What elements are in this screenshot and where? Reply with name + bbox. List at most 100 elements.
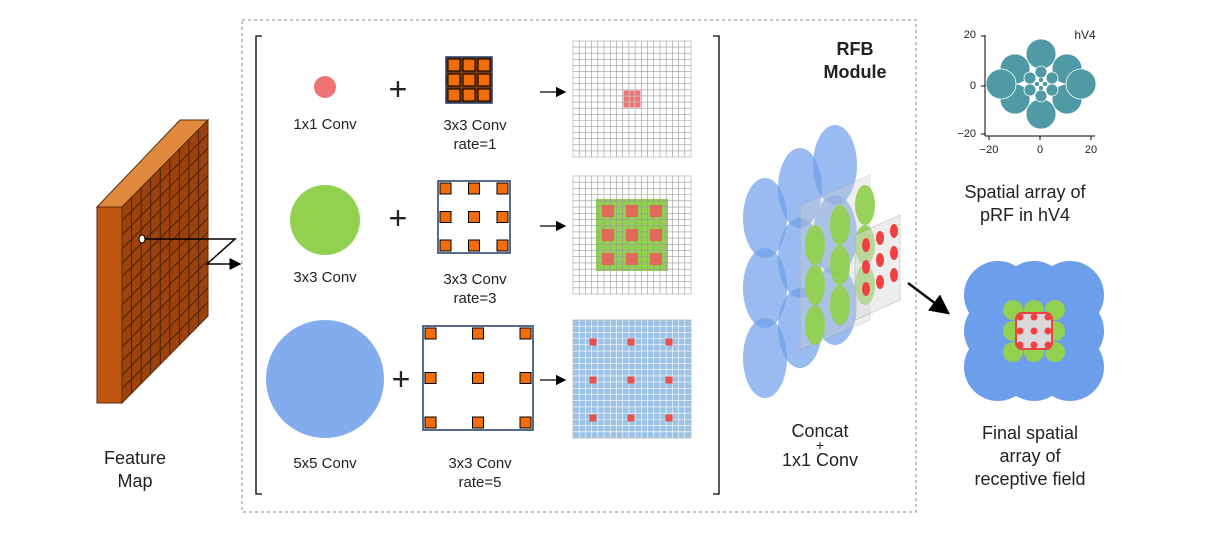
- final-red-dot: [1044, 313, 1052, 321]
- rfb-module-title-line1: RFB: [836, 39, 874, 59]
- branch1-dilated-label: 3x3 Conv rate=1: [420, 116, 530, 154]
- rfb-module-title: RFB Module: [805, 38, 905, 84]
- rf-cell: [623, 102, 629, 108]
- concat-red-ellipse: [890, 224, 898, 238]
- rf-cell: [602, 253, 614, 265]
- concat-blue-ellipse: [778, 148, 822, 228]
- prf-plot: [981, 35, 1097, 140]
- final-red-dot: [1016, 313, 1024, 321]
- final-red-dot: [1030, 327, 1038, 335]
- wall-row-line: [121, 161, 209, 250]
- prf-circle: [1023, 83, 1037, 97]
- branch1-conv-label: 1x1 Conv: [293, 116, 357, 133]
- concat-red-ellipse: [876, 231, 884, 245]
- prf-x-tick-right: 20: [1084, 144, 1098, 156]
- kernel-tap: [496, 239, 509, 252]
- feature-map-label: Feature Map: [80, 447, 190, 493]
- conv5x5-kernel: [266, 320, 384, 438]
- rf-cell: [627, 414, 635, 422]
- final-caption: Final spatial array of receptive field: [945, 422, 1115, 491]
- concat-red-ellipse: [862, 282, 870, 296]
- branch3-dilated-label: 3x3 Conv rate=5: [425, 454, 535, 492]
- prf-circle: [985, 68, 1017, 100]
- prf-x-tick-mid: 0: [1036, 144, 1044, 156]
- concat-green-ellipse: [855, 185, 875, 225]
- final-red-dot: [1016, 327, 1024, 335]
- feature-map-label-line2: Map: [117, 471, 153, 491]
- branch3-conv-label: 5x5 Conv: [293, 455, 357, 472]
- kernel-tap: [496, 211, 509, 223]
- wall-row-line: [121, 301, 209, 390]
- concat-green-ellipse: [830, 245, 850, 285]
- rf-cell: [650, 205, 662, 217]
- concat-red-ellipse: [876, 253, 884, 267]
- concat-green-ellipse: [805, 225, 825, 265]
- concat-stack: [743, 125, 901, 398]
- rf-cell: [665, 414, 673, 422]
- rf-cell: [665, 376, 673, 384]
- rf-cell: [629, 102, 635, 108]
- branch2-conv-label: 3x3 Conv: [293, 269, 357, 286]
- receptive-field-grid-rate3: [572, 175, 692, 295]
- prf-y-tick-mid: 0: [969, 80, 976, 92]
- kernel-tap: [439, 239, 452, 252]
- kernel-tap: [424, 416, 437, 429]
- final-red-dot: [1030, 313, 1038, 321]
- kernel-tap: [472, 372, 484, 384]
- feature-map-grid: [121, 129, 209, 394]
- prf-circle: [1045, 83, 1059, 97]
- plus-sign-1: +: [388, 71, 408, 107]
- kernel-tap: [424, 327, 437, 340]
- receptive-field-grid-rate1: [572, 40, 692, 158]
- kernel-tap: [472, 416, 484, 429]
- dilated-kernel-rate1: [445, 56, 493, 104]
- conv1x1-kernel: [314, 76, 336, 98]
- kernel-tap: [424, 372, 437, 384]
- concat-red-ellipse: [862, 238, 870, 252]
- output-arrow: [907, 282, 950, 315]
- kernel-tap: [519, 416, 532, 429]
- dilated-kernel-rate3: [437, 180, 511, 254]
- rf-cell: [626, 205, 638, 217]
- wall-row-line: [121, 133, 209, 222]
- concat-line2: 1x1 Conv: [781, 450, 859, 470]
- prf-circle: [1034, 81, 1040, 87]
- rf-cell: [635, 102, 641, 108]
- prf-circle: [1045, 71, 1059, 85]
- branch3-rate: rate=5: [458, 474, 502, 491]
- concat-blue-ellipse: [743, 318, 787, 398]
- prf-circle: [1065, 68, 1097, 100]
- rf-cell: [589, 414, 597, 422]
- prf-circle: [1038, 85, 1044, 91]
- kernel-tap: [519, 327, 532, 340]
- prf-caption: Spatial array of pRF in hV4: [945, 181, 1105, 227]
- kernel-tap: [447, 88, 461, 102]
- rf-cell: [589, 338, 597, 346]
- prf-caption-line1: Spatial array of: [964, 182, 1086, 202]
- wall-row-line: [121, 203, 209, 292]
- concat-blue-ellipse: [743, 248, 787, 328]
- final-red-dot: [1016, 341, 1024, 349]
- right-bracket: [713, 35, 720, 495]
- kernel-tap: [462, 58, 476, 72]
- prf-circle: [1025, 38, 1057, 70]
- concat-red-ellipse: [876, 275, 884, 289]
- final-caption-line3: receptive field: [974, 469, 1086, 489]
- kernel-tap: [477, 88, 491, 102]
- kernel-tap: [496, 182, 509, 195]
- rfb-module-title-line2: Module: [823, 62, 887, 82]
- rf-cell: [626, 229, 638, 241]
- concat-plus: +: [815, 437, 825, 453]
- concat-blue-ellipse: [813, 125, 857, 205]
- prf-circle: [1038, 77, 1044, 83]
- plus-sign-3: +: [391, 361, 411, 397]
- wall-row-line: [121, 287, 209, 376]
- wall-row-line: [121, 175, 209, 264]
- rf-cell: [626, 253, 638, 265]
- final-caption-line1: Final spatial: [981, 423, 1079, 443]
- rf-cell: [629, 90, 635, 96]
- concat-green-ellipse: [805, 265, 825, 305]
- final-red-dot: [1044, 327, 1052, 335]
- wall-row-line: [121, 259, 209, 348]
- rf-cell: [623, 96, 629, 102]
